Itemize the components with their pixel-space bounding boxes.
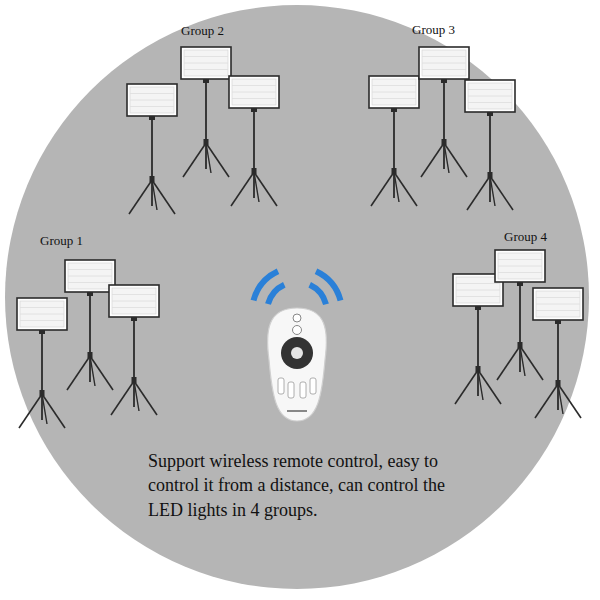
signal-arc — [268, 285, 284, 304]
signal-arc — [254, 271, 279, 300]
remote-dpad-center — [291, 347, 303, 359]
led-light — [65, 260, 115, 390]
signal-arc — [310, 285, 326, 304]
remote-dpad — [281, 337, 313, 369]
led-light — [127, 84, 177, 214]
remote-button — [293, 326, 302, 335]
led-light — [109, 285, 159, 415]
led-light — [17, 298, 67, 428]
group-label: Group 2 — [181, 23, 224, 39]
caption: Support wireless remote control, easy to… — [148, 449, 483, 522]
group-label: Group 1 — [40, 233, 83, 249]
group-label: Group 3 — [412, 22, 455, 38]
remote-button — [288, 382, 294, 398]
remote-button — [278, 378, 284, 394]
remote-logo — [287, 410, 307, 412]
led-light — [465, 80, 515, 210]
led-light — [453, 274, 503, 404]
ground-circle — [5, 5, 589, 589]
remote-button — [293, 314, 301, 322]
led-light — [419, 47, 469, 177]
remote-body — [268, 308, 327, 421]
led-light — [229, 76, 279, 206]
group-label: Group 4 — [504, 229, 547, 245]
led-light — [369, 76, 419, 206]
led-light — [533, 288, 583, 418]
remote-button — [310, 378, 316, 394]
signal-arc — [316, 271, 341, 300]
led-light — [181, 47, 231, 177]
remote-button — [300, 382, 306, 398]
